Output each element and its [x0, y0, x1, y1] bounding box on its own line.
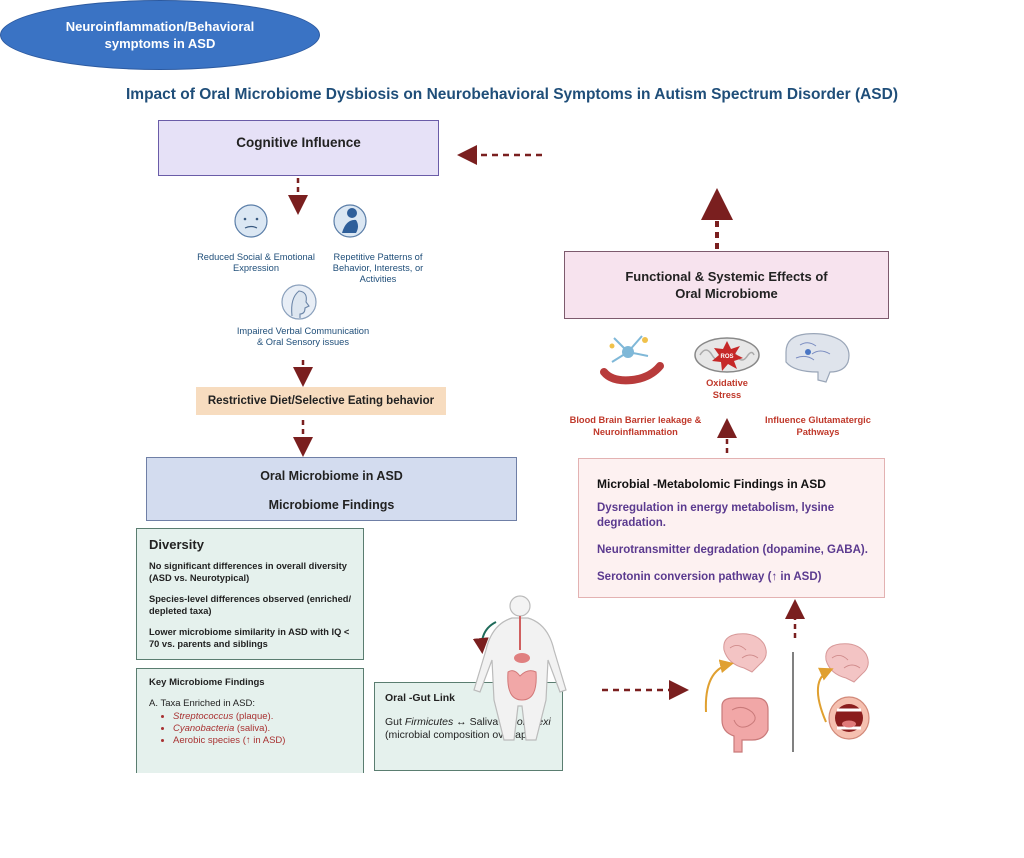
microbiome-findings-title: Microbiome Findings [268, 498, 395, 512]
key-findings-box: Key Microbiome Findings A. Taxa Enriched… [136, 668, 364, 773]
diversity-item: Lower microbiome similarity in ASD with … [149, 627, 350, 649]
crying-child-icon [333, 204, 367, 238]
diversity-item: No significant differences in overall di… [149, 561, 347, 583]
restrictive-diet-box: Restrictive Diet/Selective Eating behavi… [196, 387, 446, 415]
neuroinflammation-label: Neuroinflammation/Behavioral symptoms in… [65, 19, 255, 51]
diagram-title: Impact of Oral Microbiome Dysbiosis on N… [126, 86, 898, 103]
glutamatergic-label: Influence Glutamatergic Pathways [765, 415, 871, 437]
metabolomic-item: Neurotransmitter degradation (dopamine, … [597, 544, 868, 556]
metabolomic-item: Dysregulation in energy metabolism, lysi… [597, 502, 835, 529]
list-item: Cyanobacteria (saliva). [173, 723, 353, 735]
human-body-icon [472, 595, 567, 741]
cognitive-influence-box: Cognitive Influence [158, 120, 439, 176]
oral-gut-link-title: Oral -Gut Link [385, 692, 456, 704]
mitochondria-icon: ROS [694, 337, 760, 373]
metabolomic-item: Serotonin conversion pathway (↑ in ASD) [597, 571, 822, 583]
list-item: Aerobic species (↑ in ASD) [173, 735, 353, 747]
metabolomic-title: Microbial -Metabolomic Findings in ASD [597, 477, 826, 491]
svg-text:ROS: ROS [720, 354, 733, 360]
functional-effects-title: Functional & Systemic Effects of Oral Mi… [625, 269, 828, 301]
face-icon [234, 204, 268, 238]
repetitive-behavior-label: Repetitive Patterns of Behavior, Interes… [332, 252, 424, 284]
oral-microbiome-title: Oral Microbiome in ASD [260, 469, 403, 483]
gut-brain-axis-graphic [704, 633, 769, 753]
head-profile-icon [281, 284, 317, 320]
list-item: Streptococcus (plaque). [173, 711, 353, 723]
verbal-communication-label: Impaired Verbal Communication & Oral Sen… [236, 326, 370, 347]
bbb-leakage-label: Blood Brain Barrier leakage & Neuroinfla… [569, 415, 702, 437]
oral-microbiome-box: Oral Microbiome in ASD Microbiome Findin… [146, 457, 517, 521]
cognitive-influence-title: Cognitive Influence [236, 134, 361, 150]
metabolomic-findings-box: Microbial -Metabolomic Findings in ASD D… [578, 458, 885, 598]
brain-icon [785, 333, 850, 383]
functional-effects-box: Functional & Systemic Effects of Oral Mi… [564, 251, 889, 319]
restrictive-diet-label: Restrictive Diet/Selective Eating behavi… [207, 395, 435, 407]
taxa-list: Streptococcus (plaque). Cyanobacteria (s… [149, 711, 353, 747]
neuroinflammation-ellipse: Neuroinflammation/Behavioral symptoms in… [0, 0, 320, 70]
social-expression-label: Reduced Social & Emotional Expression [197, 252, 315, 273]
key-findings-title: Key Microbiome Findings [149, 677, 265, 688]
neuron-vessel-icon [600, 335, 664, 385]
diversity-item: Species-level differences observed (enri… [149, 594, 352, 616]
taxa-enriched-heading: A. Taxa Enriched in ASD: [149, 698, 255, 709]
diversity-title: Diversity [149, 537, 204, 552]
oxidative-stress-label: Oxidative Stress [706, 378, 748, 400]
diversity-box: Diversity No significant differences in … [136, 528, 364, 660]
oral-brain-axis-graphic [817, 643, 870, 740]
open-mouth-icon [828, 696, 870, 740]
